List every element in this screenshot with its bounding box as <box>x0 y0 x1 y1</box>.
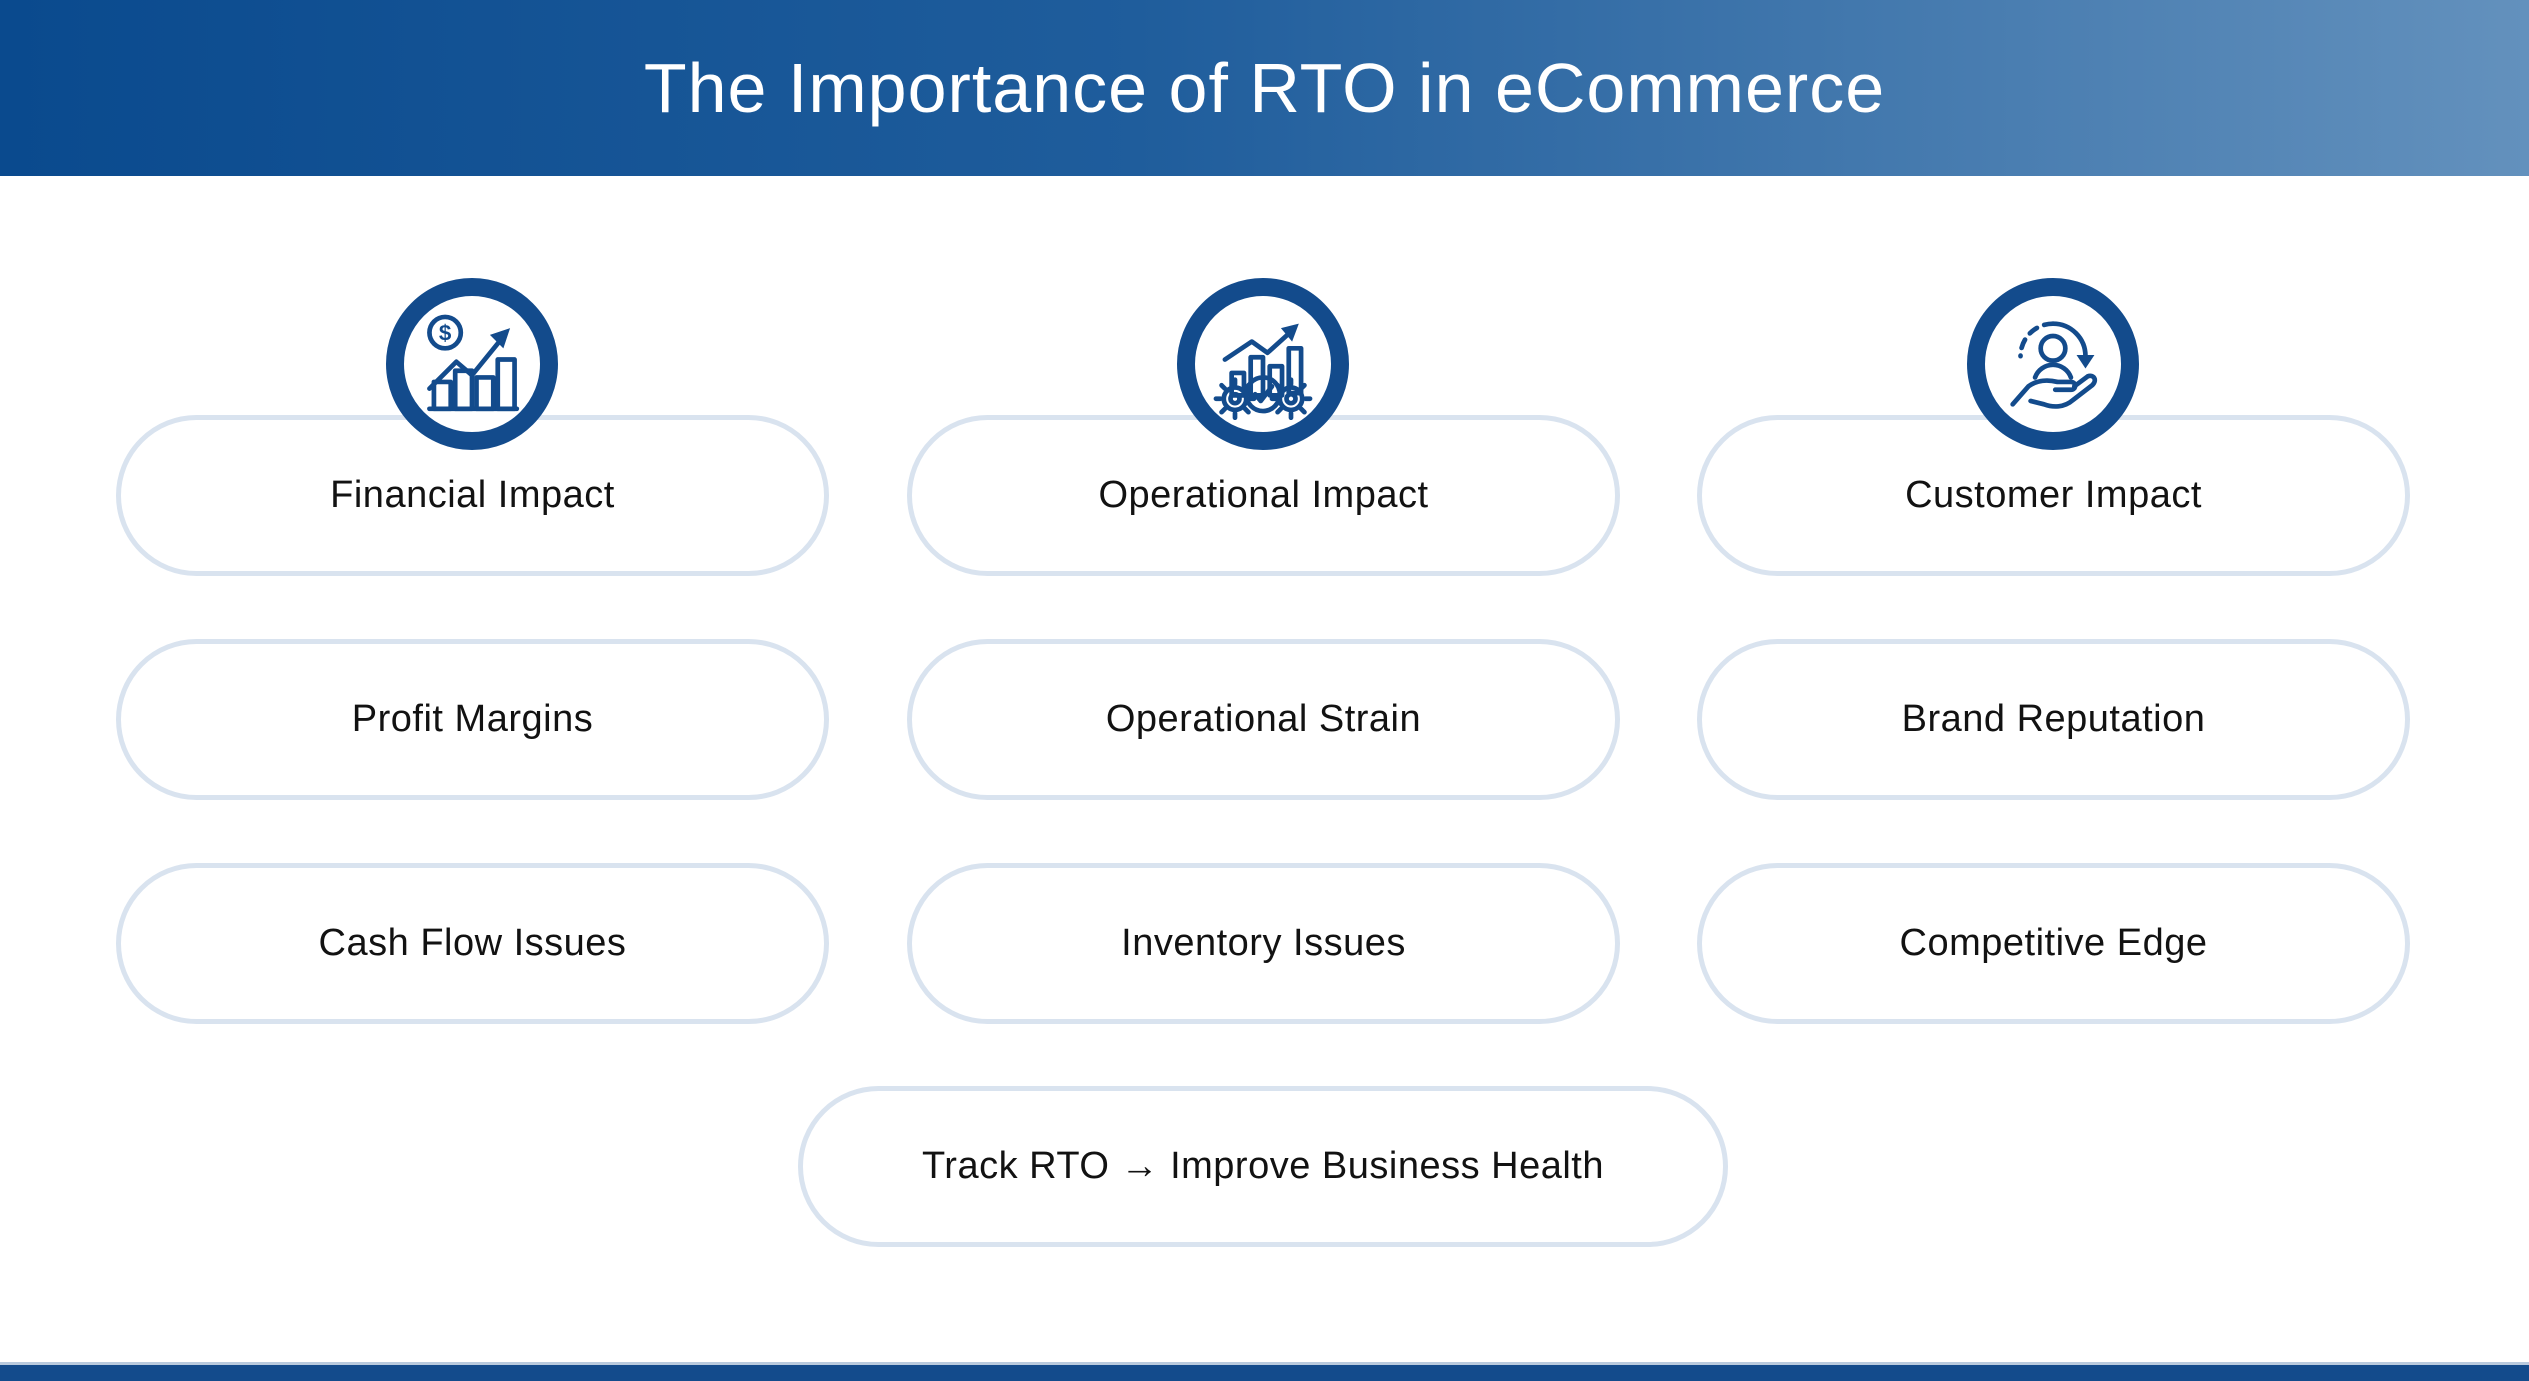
pill-label: Inventory Issues <box>1121 922 1406 964</box>
operational-icon-badge <box>1177 278 1349 450</box>
pill-label: Brand Reputation <box>1901 698 2206 740</box>
check-circle <box>1243 375 1283 414</box>
pill-label: Customer Impact <box>1905 474 2202 516</box>
bottom-accent-bar <box>0 1362 2529 1381</box>
pill-competitive-edge: Competitive Edge <box>1697 863 2410 1024</box>
pill-inventory-issues: Inventory Issues <box>907 863 1620 1024</box>
financial-icon-badge: $ <box>386 278 558 450</box>
pill-label: Profit Margins <box>351 698 594 740</box>
pill-label: Cash Flow Issues <box>318 922 627 964</box>
pill-brand-reputation: Brand Reputation <box>1697 639 2410 800</box>
pill-label: Operational Strain <box>1105 698 1422 740</box>
svg-text:$: $ <box>439 320 452 345</box>
pill-profit-margins: Profit Margins <box>116 639 829 800</box>
customer-care-icon <box>2010 321 2098 409</box>
pill-label: Competitive Edge <box>1899 922 2208 964</box>
pill-label: Financial Impact <box>330 474 615 516</box>
pill-cash-flow-issues: Cash Flow Issues <box>116 863 829 1024</box>
page-title: The Importance of RTO in eCommerce <box>643 49 1886 127</box>
pill-track-rto-conclusion: Track RTO → Improve Business Health <box>798 1086 1728 1247</box>
customer-icon-badge <box>1967 278 2139 450</box>
pill-operational-strain: Operational Strain <box>907 639 1620 800</box>
operational-gears-chart-icon <box>1213 323 1313 420</box>
financial-growth-icon: $ <box>427 314 520 412</box>
header-banner: The Importance of RTO in eCommerce <box>0 0 2529 176</box>
pill-label: Track RTO → Improve Business Health <box>921 1145 1605 1187</box>
pill-label: Operational Impact <box>1098 474 1429 516</box>
